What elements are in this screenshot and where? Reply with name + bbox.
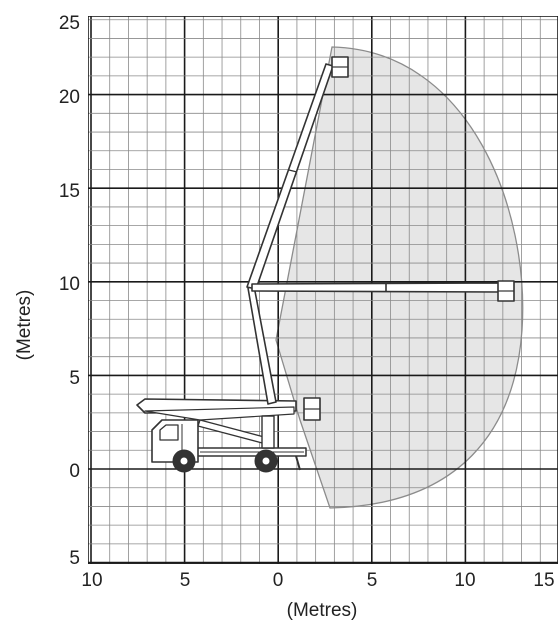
y-tick-label: 0 bbox=[69, 461, 80, 482]
x-axis-label: (Metres) bbox=[287, 600, 358, 621]
x-tick-label: 5 bbox=[367, 570, 378, 591]
aerial-platform-truck bbox=[136, 56, 515, 473]
y-tick-label: 10 bbox=[59, 274, 80, 295]
upper-boom-horizontal bbox=[251, 282, 501, 293]
x-tick-label: 10 bbox=[454, 570, 475, 591]
grid bbox=[88, 16, 558, 564]
front-wheel-hub bbox=[179, 456, 189, 466]
truck-cab-window bbox=[159, 424, 179, 441]
outrigger bbox=[295, 455, 301, 471]
boom-lower-stowed bbox=[144, 406, 295, 421]
x-tick-label: 10 bbox=[81, 570, 102, 591]
y-tick-label: 20 bbox=[59, 87, 80, 108]
y-axis-label: (Metres) bbox=[14, 290, 35, 361]
upper-boom-joint bbox=[288, 169, 298, 173]
x-tick-label: 5 bbox=[180, 570, 191, 591]
boom-ram bbox=[197, 419, 269, 445]
x-axis: 10 5 0 5 10 15 bbox=[81, 570, 554, 591]
y-tick-label: 25 bbox=[59, 13, 80, 34]
rear-wheel-hub bbox=[261, 456, 271, 466]
y-tick-label: 15 bbox=[59, 181, 80, 202]
y-tick-label: 5 bbox=[69, 368, 80, 389]
boom-pedestal bbox=[261, 415, 275, 449]
y-tick-label: 5 bbox=[69, 548, 80, 569]
x-tick-label: 0 bbox=[273, 570, 284, 591]
lower-boom-raised bbox=[247, 285, 277, 405]
x-tick-label: 15 bbox=[533, 570, 554, 591]
working-envelope bbox=[275, 46, 524, 509]
y-axis: 25 20 15 10 5 0 5 bbox=[59, 13, 80, 569]
